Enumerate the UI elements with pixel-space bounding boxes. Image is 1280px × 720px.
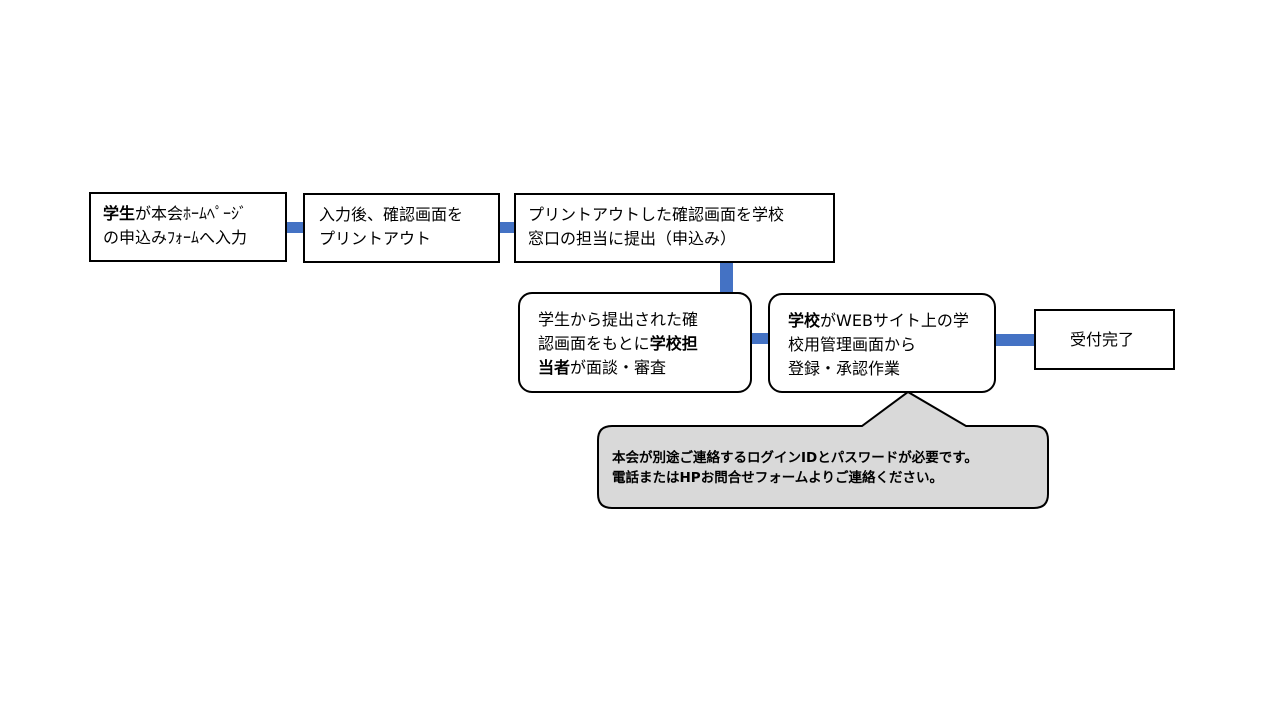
step3-line1: プリントアウトした確認画面を学校 <box>528 205 785 224</box>
step-school-registration: 学校がWEBサイト上の学 校用管理画面から 登録・承認作業 <box>768 293 996 393</box>
connector-2-3 <box>500 222 515 233</box>
step6-label: 受付完了 <box>1070 330 1135 349</box>
connector-1-2 <box>287 222 304 233</box>
callout-note: 本会が別途ご連絡するログインIDとパスワードが必要です。 電話またはHPお問合せ… <box>612 448 1042 488</box>
step-school-review: 学生から提出された確 認画面をもとに学校担 当者が面談・審査 <box>518 292 752 393</box>
step1-line1: 学生が本会ﾎｰﾑﾍﾟｰｼﾞ <box>103 204 248 223</box>
connector-4-5 <box>752 333 770 344</box>
step1-line2: の申込みﾌｫｰﾑへ入力 <box>103 228 248 247</box>
step-student-input: 学生が本会ﾎｰﾑﾍﾟｰｼﾞ の申込みﾌｫｰﾑへ入力 <box>89 192 287 262</box>
step5-line2: 校用管理画面から <box>788 335 917 354</box>
callout-line1: 本会が別途ご連絡するログインIDとパスワードが必要です。 <box>612 450 978 466</box>
callout-line2: 電話またはHPお問合せフォームよりご連絡ください。 <box>612 470 944 486</box>
step3-line2: 窓口の担当に提出（申込み） <box>528 229 737 248</box>
step2-line1: 入力後、確認画面を <box>319 205 464 224</box>
step-completed: 受付完了 <box>1034 309 1175 370</box>
step5-line1: 学校がWEBサイト上の学 <box>788 311 969 330</box>
step5-line3: 登録・承認作業 <box>788 359 901 378</box>
step4-line1: 学生から提出された確 <box>538 310 699 329</box>
callout-shape <box>597 390 1049 509</box>
step-print-confirmation: 入力後、確認画面を プリントアウト <box>303 193 500 263</box>
step4-line2: 認画面をもとに学校担 <box>538 334 698 353</box>
step4-line3: 当者が面談・審査 <box>538 358 667 377</box>
step-submit-to-school: プリントアウトした確認画面を学校 窓口の担当に提出（申込み） <box>514 193 835 263</box>
step2-line2: プリントアウト <box>319 229 432 248</box>
